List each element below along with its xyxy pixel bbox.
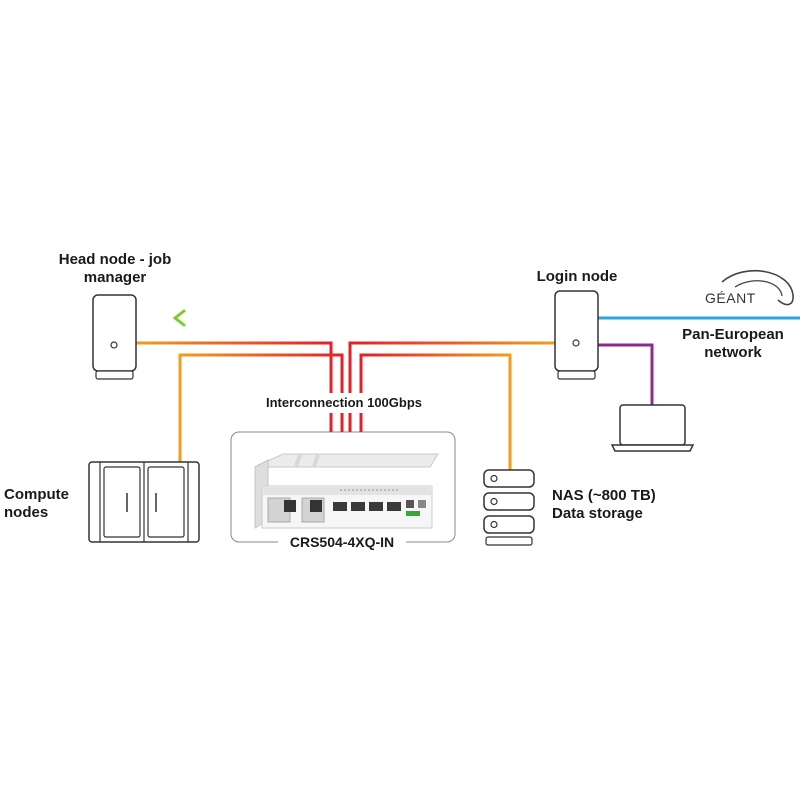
geant-logo-text: GÉANT bbox=[705, 290, 756, 306]
geant-network-label: Pan-European network bbox=[672, 326, 794, 362]
head-node-server-icon bbox=[92, 294, 137, 380]
compute-nodes-label: Compute nodes bbox=[4, 486, 84, 522]
geant-swoosh-icon bbox=[721, 269, 794, 306]
head-node-label-line1: Head node - job bbox=[58, 251, 172, 268]
switch-model-label: CRS504-4XQ-IN bbox=[289, 534, 395, 550]
compute-label-line2: nodes bbox=[4, 504, 49, 521]
switch-model-label-bg bbox=[278, 532, 406, 552]
login-node-label: Login node bbox=[536, 268, 618, 285]
interconnect-lines bbox=[329, 413, 363, 432]
interconnect-label-bg bbox=[263, 393, 425, 413]
login-to-head-link bbox=[172, 309, 555, 327]
nas-storage-icon bbox=[483, 469, 535, 546]
laptop-icon bbox=[610, 404, 695, 452]
switch-device-icon bbox=[254, 453, 439, 529]
interconnect-label: Interconnection 100Gbps bbox=[265, 395, 423, 410]
laptop-link bbox=[598, 343, 654, 405]
geant-label-line1: Pan-European bbox=[682, 326, 784, 343]
nas-label: NAS (~800 TB) Data storage bbox=[552, 487, 702, 523]
head-node-label: Head node - job manager bbox=[30, 251, 200, 287]
login-node-server-icon bbox=[554, 290, 599, 380]
compute-label-line1: Compute bbox=[4, 486, 69, 503]
nas-label-line2: Data storage bbox=[552, 505, 643, 522]
compute-nodes-icon bbox=[88, 461, 200, 543]
head-node-label-line2: manager bbox=[83, 269, 147, 286]
nas-label-line1: NAS (~800 TB) bbox=[552, 487, 656, 504]
geant-label-line2: network bbox=[704, 344, 762, 361]
